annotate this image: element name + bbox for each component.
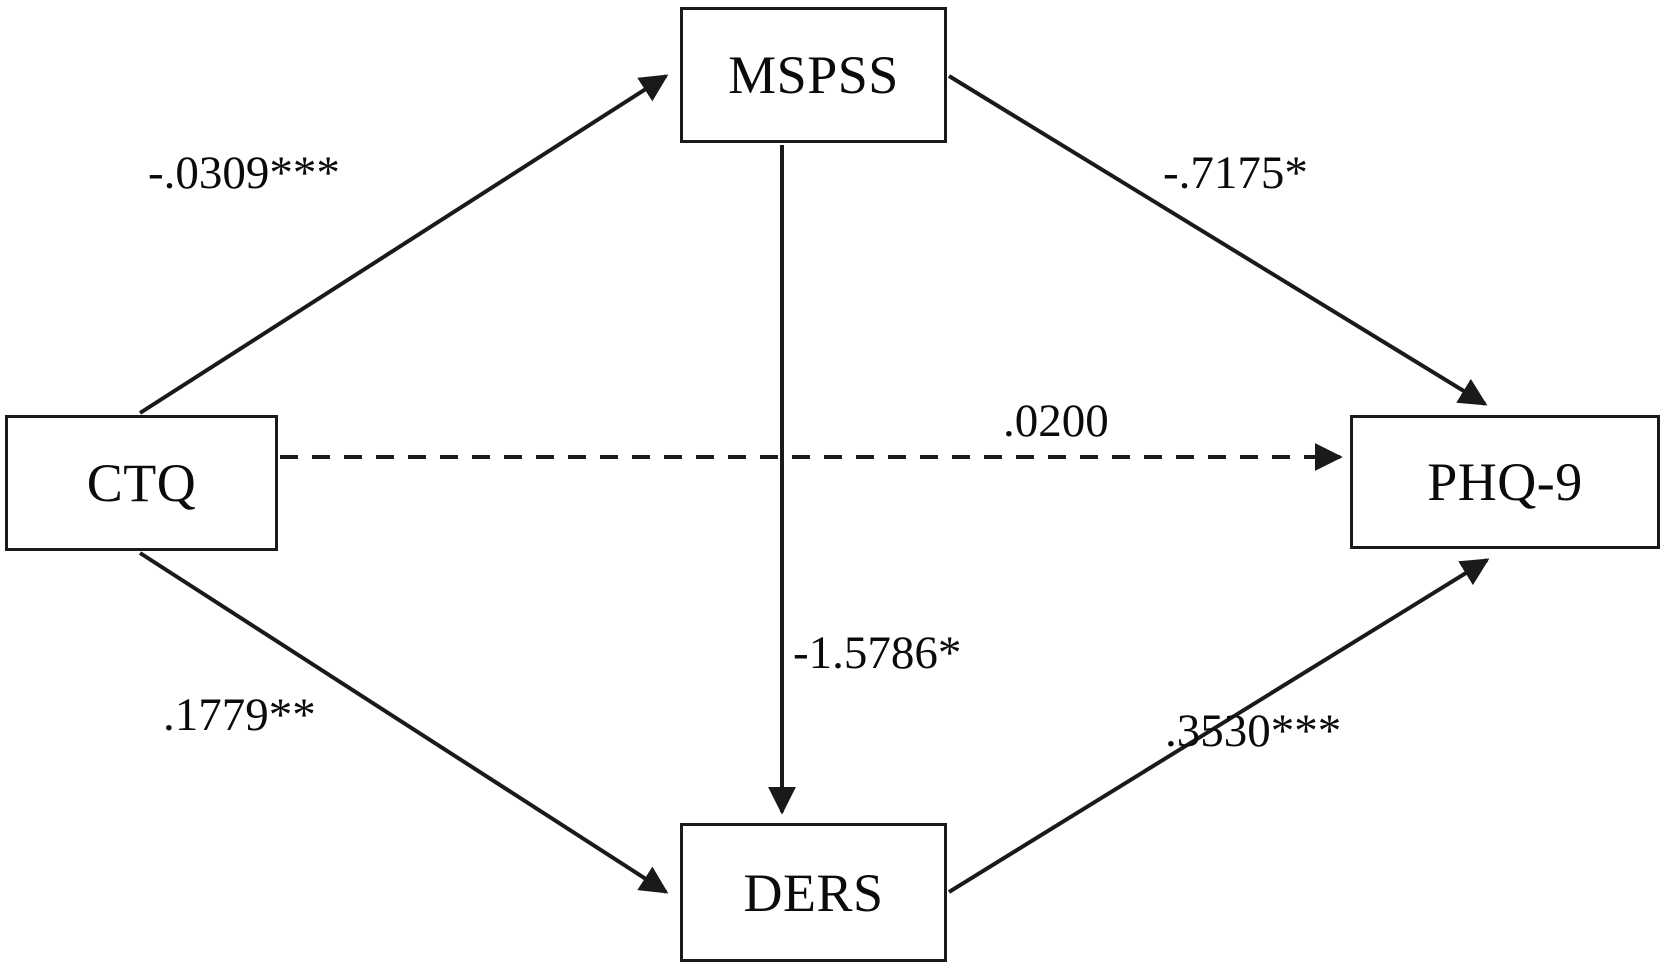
- node-mspss-label: MSPSS: [728, 45, 899, 105]
- node-ctq[interactable]: CTQ: [5, 415, 278, 551]
- node-ctq-label: CTQ: [86, 453, 197, 513]
- edge-ctq-to-mspss: [138, 74, 669, 415]
- node-phq9[interactable]: PHQ-9: [1350, 415, 1660, 549]
- edge-label-ctq-ders: .1779**: [163, 689, 316, 741]
- edge-ctq-to-ders: [138, 551, 669, 894]
- node-phq9-label: PHQ-9: [1427, 452, 1583, 512]
- edge-mspss-to-phq9: [947, 74, 1488, 406]
- edge-label-mspss-ders: -1.5786*: [793, 627, 962, 679]
- edge-label-ctq-mspss: -.0309***: [148, 147, 340, 199]
- edge-label-mspss-phq9: -.7175*: [1163, 147, 1308, 199]
- edge-ders-to-phq9: [947, 558, 1490, 894]
- edge-label-ders-phq9: .3530***: [1165, 705, 1342, 757]
- node-mspss[interactable]: MSPSS: [680, 7, 947, 143]
- node-ders-label: DERS: [743, 862, 884, 923]
- edge-label-ctq-phq9-direct: .0200: [1003, 395, 1109, 447]
- node-ders[interactable]: DERS: [680, 823, 947, 962]
